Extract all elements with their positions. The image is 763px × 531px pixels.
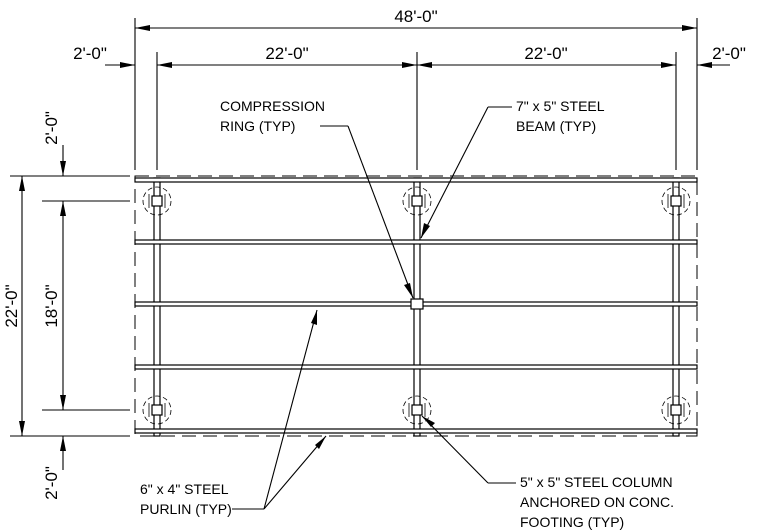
steel-column-label-2: ANCHORED ON CONC. [520, 494, 674, 510]
dim-column-span: 18'-0" [42, 284, 61, 327]
column-bottom-left [142, 395, 172, 425]
purlin-5 [134, 428, 698, 434]
dim-overall-width: 48'-0" [394, 7, 437, 26]
column-bottom-center [402, 395, 432, 425]
steel-columns [142, 186, 691, 425]
column-top-right [661, 186, 691, 216]
callout-steel-purlin: 6" x 4" STEEL PURLIN (TYP) [140, 309, 327, 517]
left-dimensions: 22'-0" 18'-0" 2'-0" 2'-0" [2, 111, 130, 500]
column-top-left [142, 186, 172, 216]
dim-right-overhang: 2'-0" [712, 44, 746, 63]
steel-purlin-label-2: PURLIN (TYP) [140, 501, 232, 517]
purlin-1 [134, 177, 698, 183]
purlin-4 [134, 364, 698, 370]
compression-ring-label-2: RING (TYP) [220, 118, 295, 134]
steel-column-label-1: 5" x 5" STEEL COLUMN [520, 474, 673, 490]
beam-right [672, 177, 680, 437]
steel-column-label-3: FOOTING (TYP) [520, 514, 624, 530]
steel-beam-label-2: BEAM (TYP) [516, 118, 596, 134]
dim-top-overhang: 2'-0" [42, 111, 61, 145]
beam-left [153, 177, 161, 437]
compression-ring-label-1: COMPRESSION [220, 98, 325, 114]
dim-overall-depth: 22'-0" [2, 284, 21, 327]
dim-left-bay: 22'-0" [265, 44, 308, 63]
purlin-2 [134, 239, 698, 245]
steel-purlin-label-1: 6" x 4" STEEL [140, 481, 229, 497]
steel-beam-label-1: 7" x 5" STEEL [516, 98, 605, 114]
compression-ring-symbol [410, 298, 424, 310]
callout-steel-beam: 7" x 5" STEEL BEAM (TYP) [420, 98, 605, 239]
dim-right-bay: 22'-0" [524, 44, 567, 63]
dim-left-overhang: 2'-0" [73, 44, 107, 63]
column-bottom-right [661, 395, 691, 425]
column-top-center [402, 186, 432, 216]
top-dimensions: 48'-0" 22'-0" 22'-0" 2'-0" 2'-0" [73, 7, 746, 170]
dim-bottom-overhang: 2'-0" [42, 466, 61, 500]
callout-compression-ring: COMPRESSION RING (TYP) [220, 98, 414, 299]
callout-steel-column: 5" x 5" STEEL COLUMN ANCHORED ON CONC. F… [421, 415, 674, 530]
